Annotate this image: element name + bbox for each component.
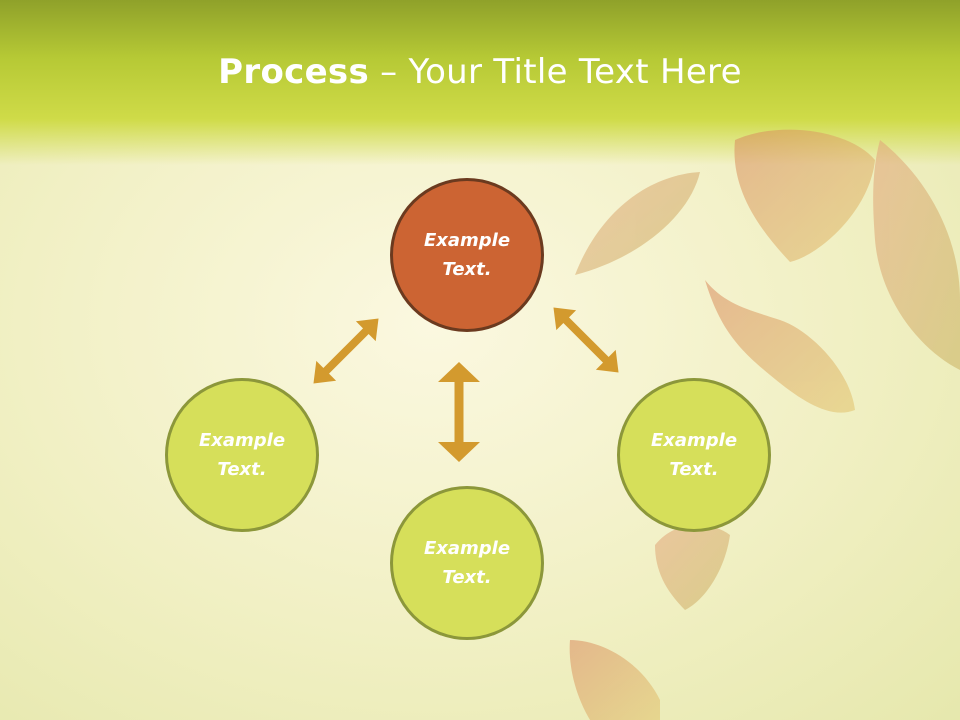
leaf-5 [655,524,730,610]
node-text-bottom: Example Text. [423,538,511,588]
leaf-4 [705,280,855,413]
slide-title: Process – Your Title Text Here [0,52,960,92]
leaf-6 [569,640,660,720]
process-node-right: Example Text. [617,378,771,532]
process-node-left: Example Text. [165,378,319,532]
node-text-left: Example Text. [198,430,286,480]
node-text-right: Example Text. [650,430,738,480]
leaf-3 [873,140,960,370]
leaf-2 [734,129,875,262]
arrow-top-right [553,307,619,373]
process-node-bottom: Example Text. [390,486,544,640]
process-node-top: Example Text. [390,178,544,332]
title-bold-part: Process [218,52,370,92]
arrow-top-left [313,318,379,384]
arrow-vertical [438,362,480,462]
title-rest-part: – Your Title Text Here [369,52,742,92]
node-text-top: Example Text. [423,230,511,280]
leaf-1 [575,172,700,275]
